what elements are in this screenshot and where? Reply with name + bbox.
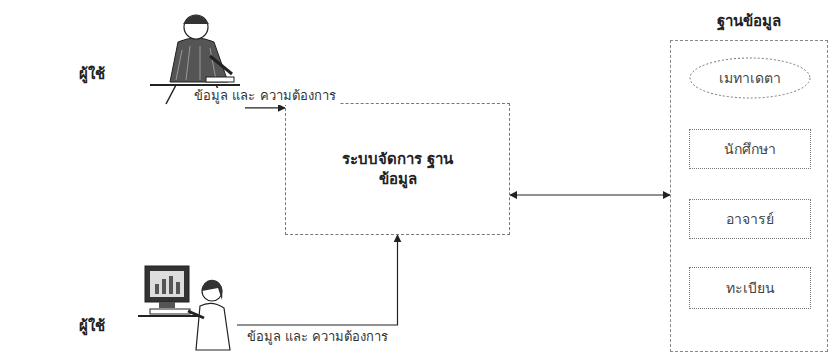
node-text: อาจารย์ (726, 210, 774, 229)
data-flow-arrow (237, 235, 398, 325)
user-body (196, 303, 230, 350)
user-hair (202, 280, 222, 300)
data-flow-arrow (245, 107, 285, 108)
monitor (145, 266, 189, 302)
user-head (184, 15, 208, 39)
node-text: ระบบจัดการ ฐานข้อมูล (338, 149, 458, 190)
table-box: นักศึกษา (689, 129, 811, 169)
dbms-box: ระบบจัดการ ฐานข้อมูล (285, 103, 510, 235)
user-arm (210, 56, 232, 74)
screen-bar (176, 282, 180, 294)
flow-label: ข้อมูล และ ความต้องการ (191, 88, 338, 105)
node-text: นักศึกษา (724, 140, 776, 159)
desk (138, 315, 200, 317)
table-box: อาจารย์ (689, 199, 811, 239)
ellipse-outline (690, 58, 810, 98)
keyboard (150, 309, 190, 314)
database-box: เมทาเดตานักศึกษาอาจารย์ทะเบียนฐานข้อมูล (670, 40, 828, 352)
user-body (170, 38, 228, 82)
flow-label: ข้อมูล และ ความต้องการ (244, 329, 391, 346)
paper (206, 77, 234, 82)
desk (150, 84, 240, 86)
user-label: ผู้ใช้ (79, 316, 105, 336)
node-text: เมทาเดตา (719, 69, 781, 88)
user-arm (188, 311, 204, 318)
table-box: ทะเบียน (689, 267, 811, 309)
screen-bar (155, 284, 159, 294)
data-flow-arrow (510, 194, 670, 195)
user-figure: ผู้ใช้ (75, 256, 237, 352)
user-cap (183, 15, 209, 24)
user-label: ผู้ใช้ (79, 64, 105, 84)
user-body-hatch (176, 46, 216, 80)
monitor-screen (150, 271, 184, 297)
metadata-ellipse: เมทาเดตา (689, 57, 811, 99)
monitor-stand (159, 302, 175, 308)
screen-bar (162, 279, 166, 294)
database-heading: ฐานข้อมูล (671, 11, 827, 31)
node-text: ทะเบียน (726, 279, 775, 298)
screen-bar (169, 276, 173, 294)
user-at-computer-illustration (138, 266, 230, 350)
